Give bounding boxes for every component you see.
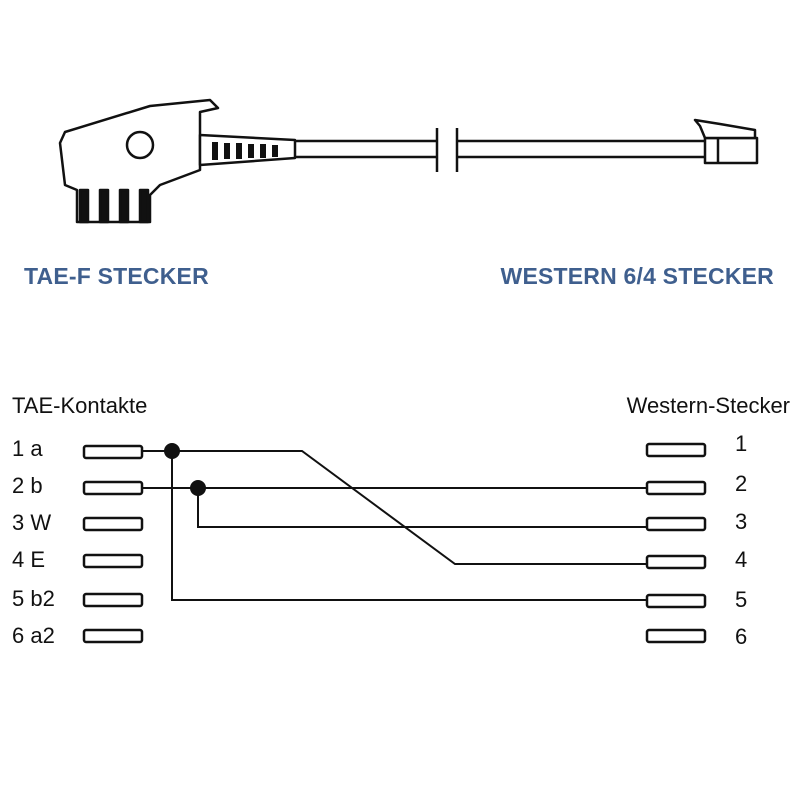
tae-f-plug-drawing <box>58 98 297 224</box>
western-pin-box <box>645 593 707 609</box>
cable-drawing <box>295 128 705 172</box>
western-pin-label: 2 <box>735 471 748 496</box>
tae-contacts-header: TAE-Kontakte <box>12 393 148 418</box>
tae-contact-box <box>82 553 144 569</box>
tae-contact-box <box>82 444 144 460</box>
tae-contact-label: 2 b <box>12 473 43 498</box>
tae-contact-label: 1 a <box>12 436 43 461</box>
wire-2b-to-3 <box>197 488 647 528</box>
western-plug-caption: WESTERN 6/4 STECKER <box>500 263 774 289</box>
junction-dot <box>164 443 180 459</box>
tae-contact-box <box>82 480 144 496</box>
junction-dot <box>190 480 206 496</box>
wire-1a-to-5 <box>171 451 647 601</box>
tae-contact-box <box>82 592 144 608</box>
tae-contact-label: 4 E <box>12 547 46 572</box>
western-pin-label: 4 <box>735 547 748 572</box>
western-pin-box <box>645 480 707 496</box>
tae-f-plug-caption: TAE-F STECKER <box>24 263 209 289</box>
western-pin-label: 6 <box>735 624 748 649</box>
western-pin-box <box>645 554 707 570</box>
western-pin-box <box>645 628 707 644</box>
western-pin-label: 3 <box>735 509 748 534</box>
wiring-schematic <box>82 442 707 644</box>
tae-contact-label: 6 a2 <box>12 623 55 648</box>
western-pins-header: Western-Stecker <box>626 393 790 418</box>
tae-contact-box <box>82 516 144 532</box>
tae-contact-label: 3 W <box>12 510 52 535</box>
western-pin-box <box>645 516 707 532</box>
wire-1a-to-4 <box>142 450 647 565</box>
tae-contact-box <box>82 628 144 644</box>
western-pin-label: 5 <box>735 587 748 612</box>
tae-contact-label: 5 b2 <box>12 586 55 611</box>
western-plug-drawing <box>693 118 759 165</box>
western-pin-label: 1 <box>735 431 748 456</box>
western-pin-box <box>645 442 707 458</box>
